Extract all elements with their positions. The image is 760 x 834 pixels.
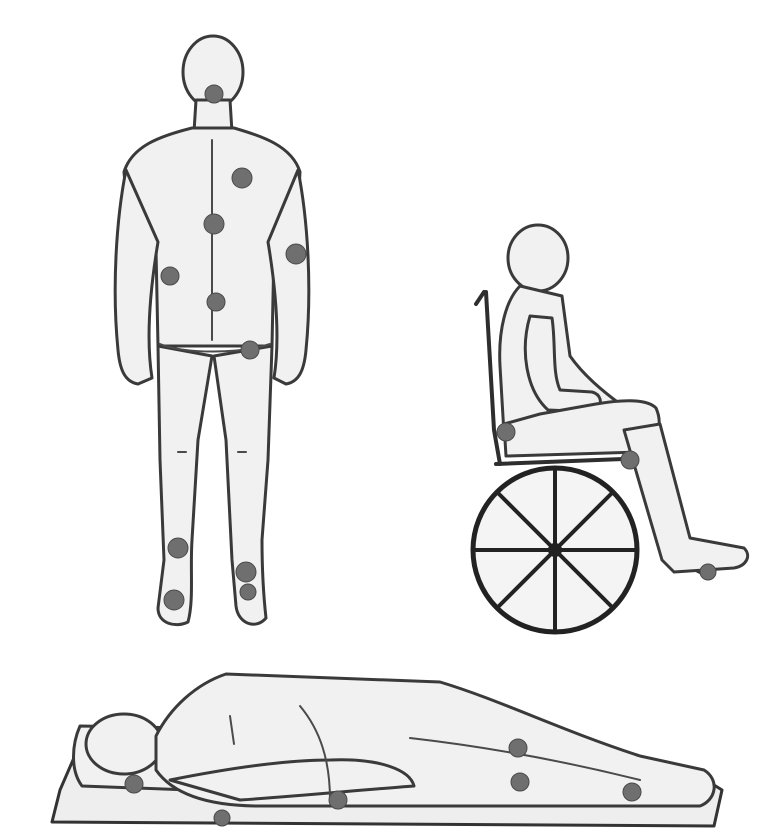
pressure-point-ankle: [623, 783, 641, 801]
wheelchair-push-handle: [476, 292, 484, 304]
pressure-point-back-of-head: [205, 85, 223, 103]
seated-lower-leg: [624, 424, 748, 572]
pressure-point-hip-right: [241, 341, 259, 359]
seated-head: [508, 225, 568, 291]
pressure-point-knee: [511, 773, 529, 791]
pressure-point-thigh-back: [621, 451, 639, 469]
standing-back-view-figure: [115, 36, 309, 625]
pressure-point-knee-left: [168, 538, 188, 558]
pressure-point-ribs: [329, 791, 347, 809]
pressure-point-shoulder-blade-right: [232, 168, 252, 188]
seated-wheelchair-figure: [473, 225, 748, 632]
wheelchair-spokes: [475, 470, 635, 630]
lying-side-view-figure: [52, 674, 722, 826]
pressure-point-spine-lower: [207, 293, 225, 311]
wheelchair-backrest: [486, 292, 500, 464]
pressure-point-ear: [125, 775, 143, 793]
wheel-hub: [548, 543, 562, 557]
pressure-point-sacrum: [497, 423, 515, 441]
pressure-point-heel-right: [240, 584, 256, 600]
standing-left-leg: [158, 346, 212, 625]
pressure-point-elbow-left: [161, 267, 179, 285]
pressure-point-elbow-right: [286, 244, 306, 264]
standing-right-leg: [214, 346, 272, 624]
pressure-point-spine-upper: [204, 214, 224, 234]
pressure-point-heel-left: [164, 590, 184, 610]
lying-head: [86, 714, 162, 774]
pressure-point-hip: [509, 739, 527, 757]
pressure-point-knee-right: [236, 562, 256, 582]
pressure-point-shoulder: [214, 810, 230, 826]
pressure-point-heel: [700, 564, 716, 580]
